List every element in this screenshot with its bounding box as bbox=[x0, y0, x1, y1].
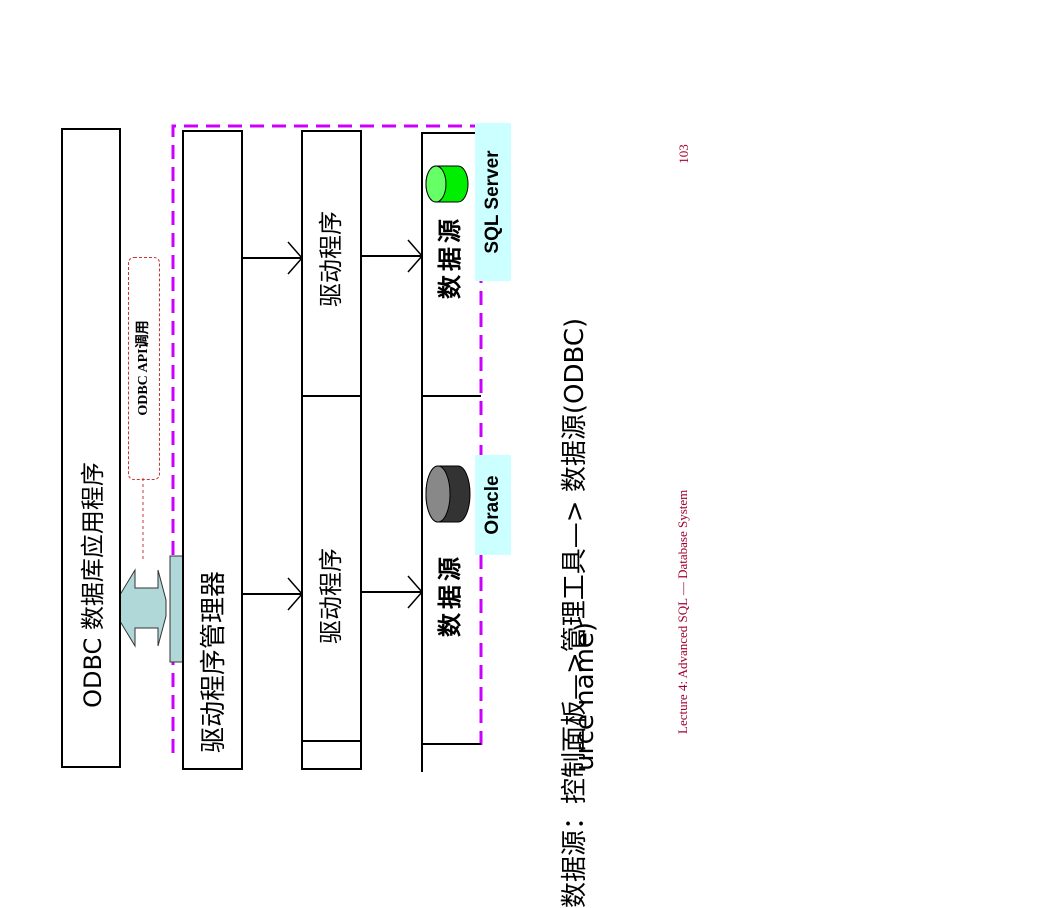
divider bbox=[301, 395, 362, 397]
driver-label-sqlserver: 驱动程序 bbox=[317, 211, 345, 307]
sqlserver-tag: SQL Server bbox=[475, 123, 511, 281]
lecture-footer: Lecture 4: Advanced SQL — Database Syste… bbox=[675, 489, 690, 734]
driver-manager-box: 驱动程序管理器 bbox=[182, 130, 243, 770]
note-line-2: urce name) bbox=[570, 621, 600, 771]
divider bbox=[421, 743, 481, 745]
sqlserver-tag-label: SQL Server bbox=[482, 150, 503, 254]
driver-label-oracle: 驱动程序 bbox=[317, 548, 345, 644]
datasource-label-oracle: 数据源 bbox=[436, 553, 464, 637]
api-callout-label: ODBC API调用 bbox=[136, 320, 151, 416]
connector-line bbox=[362, 591, 422, 593]
api-callout: ODBC API调用 bbox=[128, 257, 160, 480]
oracle-tag: Oracle bbox=[475, 455, 511, 555]
connector-line bbox=[362, 255, 422, 257]
divider bbox=[421, 395, 481, 397]
application-label: ODBC 数据库应用程序 bbox=[79, 462, 107, 708]
page-number: 103 bbox=[676, 144, 691, 164]
connector-line bbox=[243, 257, 302, 259]
connector-line bbox=[243, 593, 302, 595]
oracle-database-icon bbox=[425, 465, 471, 523]
interface-double-arrow-icon bbox=[111, 568, 167, 648]
divider bbox=[301, 740, 362, 742]
note-line-1: 数据源：控制面板—>管理工具—> 数据源(ODBC) bbox=[560, 317, 590, 908]
odbc-boundary-dashed bbox=[171, 124, 483, 753]
driver-manager-label: 驱动程序管理器 bbox=[199, 571, 229, 754]
data-sources-column bbox=[421, 132, 481, 772]
datasource-label-sqlserver: 数据源 bbox=[436, 215, 464, 299]
oracle-tag-label: Oracle bbox=[482, 475, 503, 535]
application-box: ODBC 数据库应用程序 bbox=[61, 128, 121, 768]
drivers-column bbox=[301, 130, 362, 770]
sqlserver-database-icon bbox=[425, 165, 469, 203]
